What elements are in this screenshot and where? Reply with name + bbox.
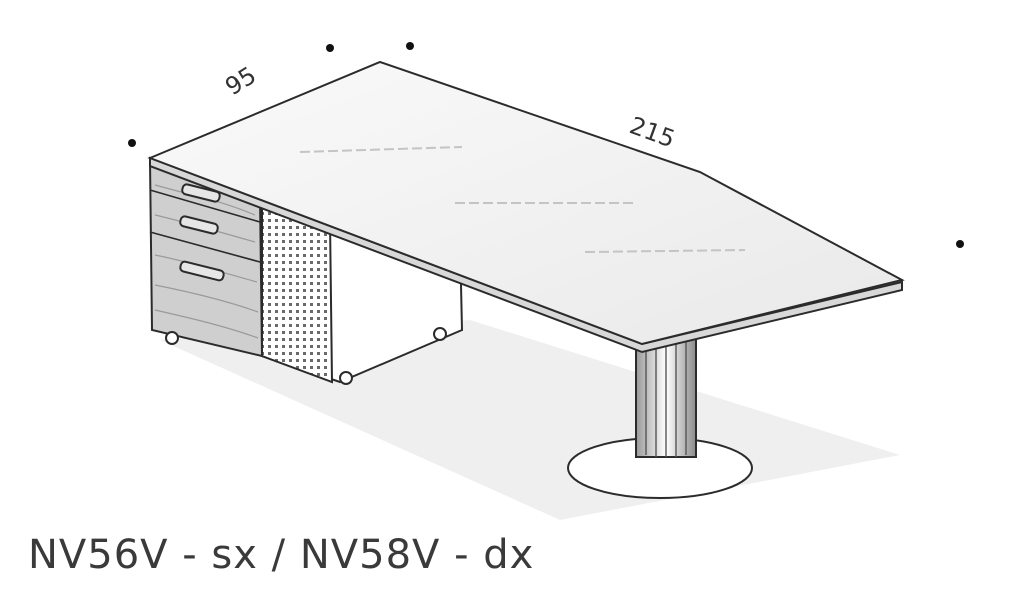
drawer-handles (179, 183, 225, 282)
dimension-width-label: 215 (626, 111, 679, 153)
castors (165, 327, 447, 385)
leg-flutes (645, 340, 687, 457)
drawer-handle-middle (179, 215, 219, 235)
drawer-lines (149, 189, 261, 263)
wood-grain (154, 184, 259, 339)
product-code-caption: NV56V - sx / NV58V - dx (28, 532, 535, 578)
dimension-depth-label: 95 (220, 61, 261, 101)
dimension-markers (128, 42, 964, 248)
drawer-handle-top (181, 183, 221, 203)
desk-top-reflections (299, 146, 746, 253)
drawer-handle-bottom (179, 260, 225, 282)
